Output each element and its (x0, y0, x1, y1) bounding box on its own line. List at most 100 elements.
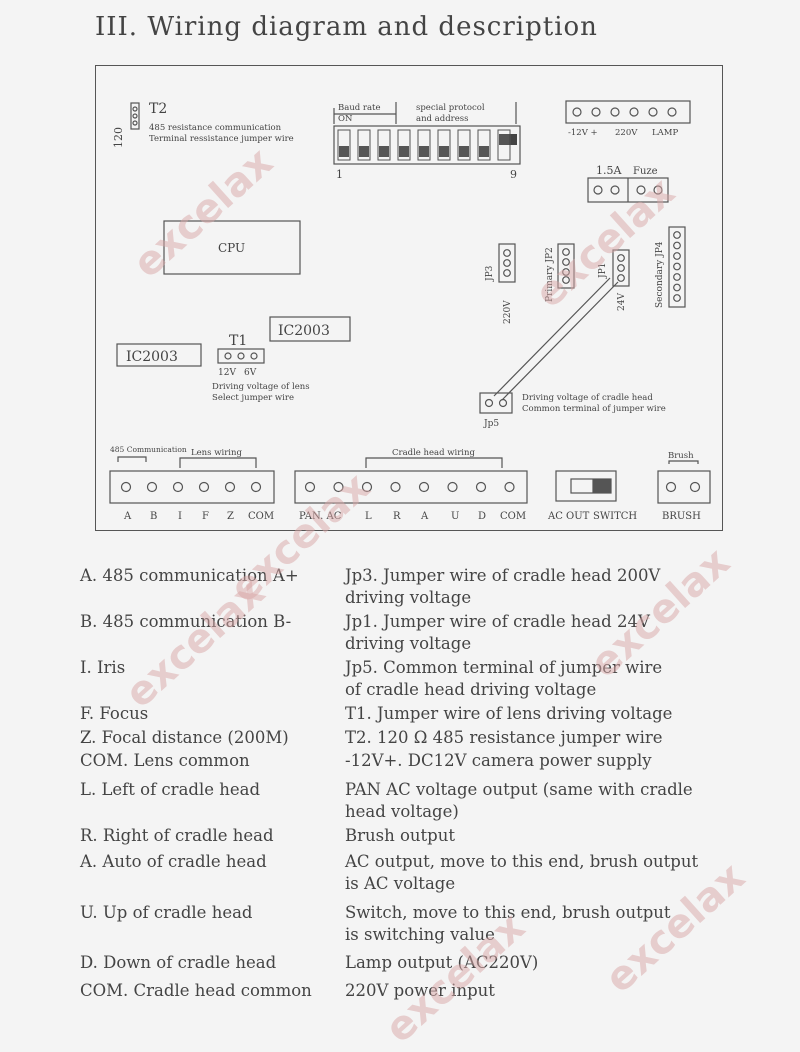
brush-group-label: Brush (668, 451, 694, 461)
description-text-continued: head voltage) (345, 802, 459, 821)
brush-terminal-screw (665, 481, 677, 493)
dip-key-lever (439, 146, 449, 157)
dip-key (437, 129, 451, 161)
ic2003-right (269, 316, 351, 342)
jp5-pin (484, 398, 494, 408)
jp4-pin (673, 294, 681, 302)
terminal-label-switch: SWITCH (593, 511, 637, 522)
jp3-voltage: 220V (503, 300, 513, 324)
ic2003-left-label: IC2003 (126, 349, 178, 365)
watermark: excelax (116, 568, 274, 718)
description-text: 220V power input (345, 981, 495, 1000)
ic2003-left (116, 343, 202, 367)
t1-pin (250, 352, 258, 360)
description-term: B. 485 communication B- (80, 612, 292, 631)
t2-label: T2 (149, 101, 167, 117)
jp1-label: JP1 (598, 263, 608, 279)
jp4-pin (673, 262, 681, 271)
cradle-terminal-screw (418, 481, 430, 493)
cradle-terminal-screw (390, 481, 401, 493)
dip-key (337, 129, 351, 161)
jp4-label: Secondary JP4 (655, 241, 665, 308)
lens-terminal-screw (146, 481, 158, 493)
t2-jumper (130, 102, 140, 130)
terminal-label-l: L (365, 511, 372, 522)
description-term: U. Up of cradle head (80, 903, 253, 922)
jp4-pin (673, 283, 681, 292)
fuse-pin (653, 185, 663, 195)
jp2-pin (562, 276, 570, 284)
power-terminal-screw (610, 107, 620, 117)
t1-label: T1 (229, 333, 247, 349)
description-text: Jp5. Common terminal of jumper wire (345, 658, 663, 677)
t2-caption-1: 485 resistance communication (149, 123, 282, 133)
t1-jumper (217, 348, 265, 364)
page-title: III. Wiring diagram and description (95, 12, 598, 42)
dip-start-label: 1 (336, 168, 343, 181)
cradle-terminal-screw (304, 481, 316, 493)
jp4-pin (673, 273, 681, 281)
terminal-label-pan-ac: PAN. AC (299, 511, 342, 522)
description-text: AC output, move to this end, brush outpu… (345, 852, 699, 871)
terminal-label-com-cradle: COM (500, 511, 526, 522)
t1-caption-1: Driving voltage of lens (212, 382, 310, 392)
jp3-pin (503, 249, 511, 257)
jp2-pin (562, 268, 570, 276)
dip-on-label: ON (338, 114, 353, 124)
jp5-label: Jp5 (483, 419, 499, 429)
jp4-jumper (668, 226, 686, 308)
description-text: Jp3. Jumper wire of cradle head 200V (345, 566, 661, 585)
description-term: R. Right of cradle head (80, 826, 274, 845)
dip-key-lever (359, 146, 369, 157)
switch-knob (592, 479, 611, 493)
terminal-label-i: I (178, 511, 182, 522)
cradle-terminal-screw (504, 481, 515, 493)
description-term: A. Auto of cradle head (80, 852, 267, 871)
dip-key (497, 129, 511, 161)
jp3-pin (503, 259, 511, 267)
cradle-terminal-screw (361, 481, 373, 493)
t1-pin (224, 352, 232, 360)
power-label-lamp: LAMP (652, 128, 678, 138)
terminal-label-a-auto: A (420, 511, 429, 522)
power-terminal-screw (648, 107, 658, 117)
cradle-terminal-screw (447, 481, 458, 493)
power-terminal-screw (572, 107, 582, 117)
comm-group-label: 485 Communication (110, 445, 187, 454)
description-text: Jp1. Jumper wire of cradle head 24V (345, 612, 650, 631)
cradle-terminal-screw (475, 481, 487, 493)
dip-key (357, 129, 371, 161)
fuse-pin (610, 185, 620, 195)
dip-key-lever (399, 146, 409, 157)
jp2-pin (562, 248, 570, 256)
special-protocol-label: special protocol (416, 103, 485, 113)
jp4-pin (673, 231, 681, 239)
description-term: A. 485 communication A+ (80, 566, 299, 585)
jp2-jumper (557, 243, 575, 289)
lens-terminal-screw (120, 481, 132, 493)
dip-key (457, 129, 471, 161)
fuse-value: 1.5A (596, 164, 622, 177)
dip-end-label: 9 (510, 168, 517, 181)
dip-key (397, 129, 411, 161)
jp3-label: JP3 (485, 265, 495, 282)
description-term: D. Down of cradle head (80, 953, 277, 972)
jp3-pin (503, 269, 511, 277)
description-text: Lamp output (AC220V) (345, 953, 539, 972)
jp1-pin (617, 264, 625, 272)
fuse-pin (636, 185, 646, 195)
jp1-jumper (612, 249, 630, 287)
dip-key-lever (479, 146, 489, 157)
jp1-pin (617, 274, 625, 282)
power-terminal-screw (591, 107, 601, 117)
jp4-pin (673, 241, 681, 250)
address-label: and address (416, 114, 468, 124)
power-terminal (565, 100, 691, 124)
lens-terminal-screw (198, 481, 210, 493)
jp4-pin (673, 252, 681, 260)
terminal-label-z: Z (227, 511, 234, 522)
jp5-pin (498, 398, 508, 408)
wiring-diagram-board: 120 T2 485 resistance communication Term… (95, 65, 723, 531)
description-text: T1. Jumper wire of lens driving voltage (345, 704, 673, 723)
t2-value: 120 (112, 127, 125, 148)
